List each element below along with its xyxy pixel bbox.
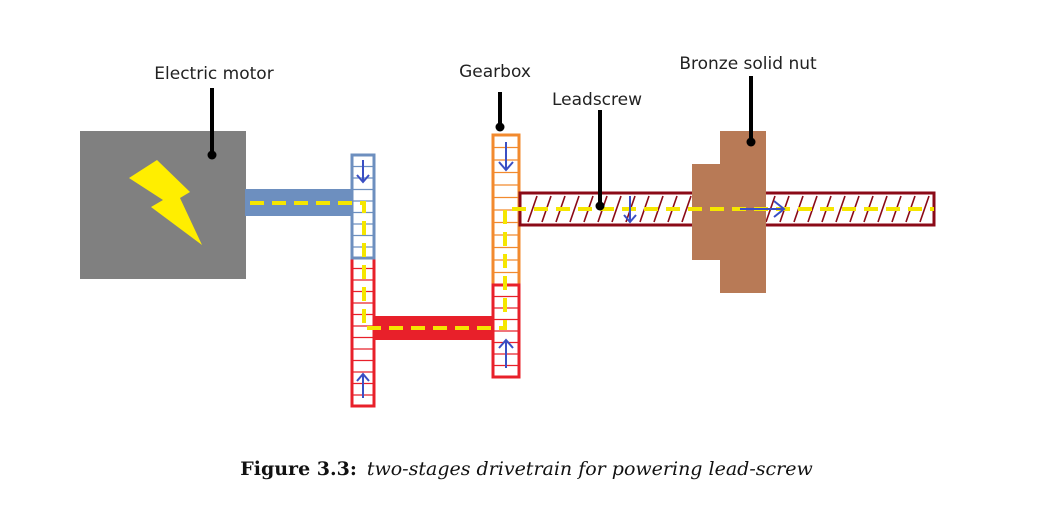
bronze-solid-nut — [692, 131, 766, 293]
power-flow-line — [250, 201, 934, 330]
arrow-up-icon — [356, 372, 370, 398]
bronze-nut-label: Bronze solid nut — [679, 54, 817, 74]
arrow-right-icon — [740, 200, 786, 218]
thread-line — [527, 195, 538, 223]
thread-line — [877, 195, 888, 223]
leadscrew-leader — [595, 110, 605, 211]
figure-number: Figure 3.3: — [240, 458, 357, 480]
thread-line — [807, 195, 818, 223]
thread-line — [835, 195, 846, 223]
arrow-down-icon — [356, 160, 370, 184]
lightning-bolt-icon — [129, 160, 202, 245]
gearbox-leader — [495, 92, 505, 132]
arrow-down-icon — [623, 196, 637, 224]
arrow-down-icon — [498, 142, 514, 172]
electric-motor-label: Electric motor — [154, 64, 273, 84]
motor-leader — [207, 88, 217, 160]
gearbox-label: Gearbox — [459, 62, 531, 82]
figure-caption: Figure 3.3: two-stages drivetrain for pow… — [0, 458, 1053, 480]
thread-line — [681, 195, 692, 223]
arrow-up-icon — [498, 338, 514, 368]
thread-line — [653, 195, 664, 223]
leadscrew-label: Leadscrew — [552, 90, 642, 110]
nut-leader — [746, 76, 756, 147]
thread-line — [611, 195, 622, 223]
figure-caption-text: two-stages drivetrain for powering lead-… — [366, 458, 813, 480]
thread-line — [569, 195, 580, 223]
thread-line — [919, 195, 930, 223]
